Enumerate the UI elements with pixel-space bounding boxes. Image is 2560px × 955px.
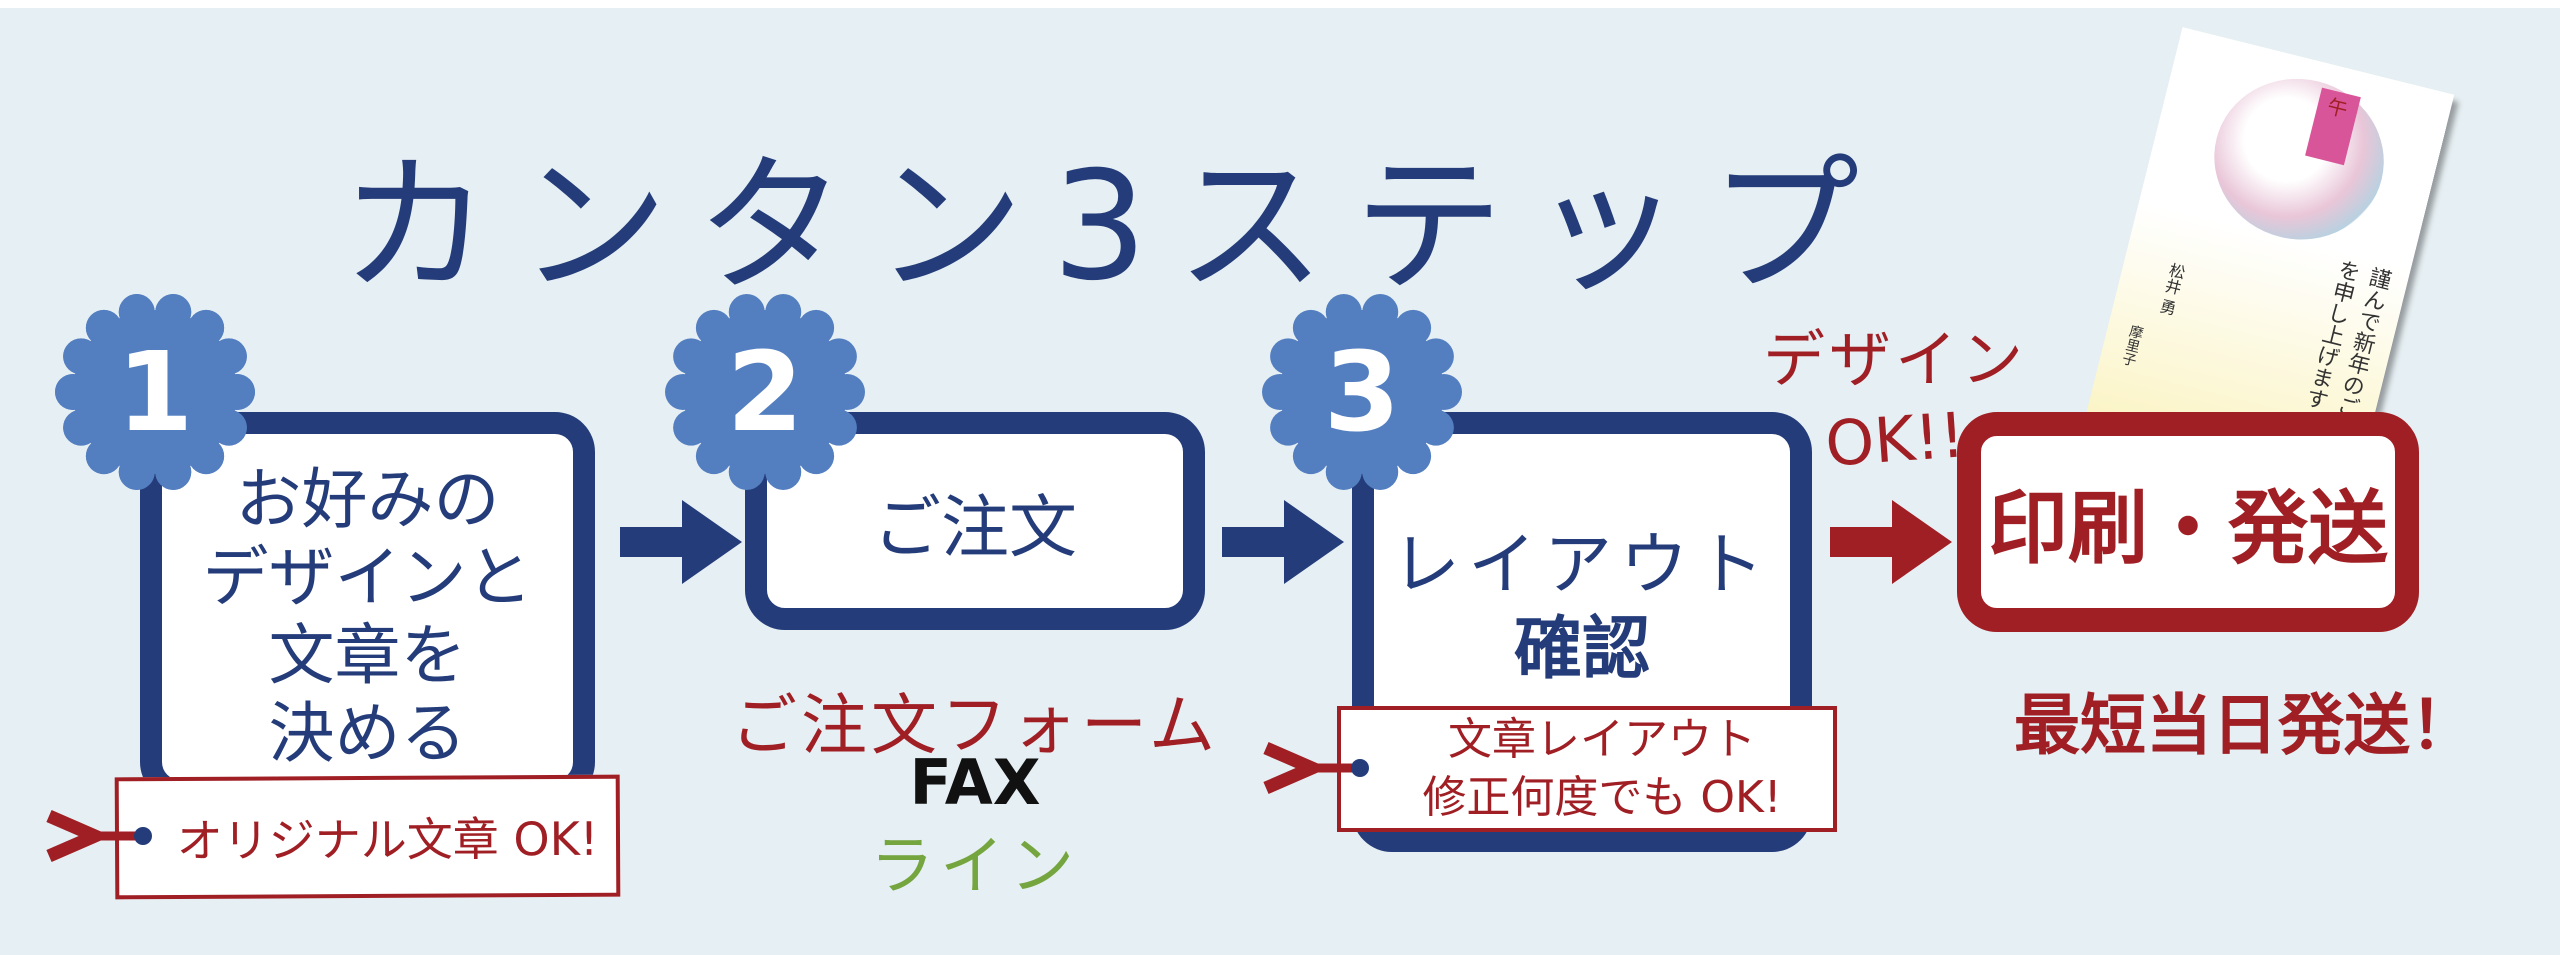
fax-method: FAX: [909, 746, 1041, 819]
step-2-badge: 2: [665, 292, 865, 492]
same-day-shipping-note: 最短当日発送！: [2014, 687, 2476, 764]
step-2-label: ご注文: [872, 488, 1077, 568]
step-1-box: お好みの デザインと 文章を 決める: [140, 412, 595, 802]
step-1-line: 決める: [268, 695, 467, 772]
step-number: 1: [116, 328, 194, 456]
design-ok-label: デザイン OK!!: [1755, 320, 2035, 481]
arrow-right-icon: [1830, 500, 1952, 584]
step-1-line: お好みの: [235, 461, 500, 538]
step-1-line: 文章を: [268, 617, 467, 694]
scalloped-badge-icon: [665, 294, 865, 490]
tag-text: 修正何度でも OK!: [1422, 772, 1782, 823]
line-method: ライン: [870, 830, 1080, 904]
postcard-name-1: 松井 勇: [2155, 260, 2188, 317]
tag-hook-icon: [1263, 742, 1369, 794]
scalloped-badge-icon: [1262, 294, 1462, 490]
step-3-line: 確認: [1513, 610, 1650, 689]
page-title: カンタン3ステップ: [340, 140, 1888, 314]
print-ship-label: 印刷・発送: [1988, 482, 2388, 575]
print-ship-box: 印刷・発送: [1957, 412, 2419, 632]
step-number: 3: [1323, 328, 1401, 456]
design-text: デザイン: [1762, 323, 2027, 396]
step-1-tag: オリジナル文章 OK!: [114, 774, 621, 900]
step-3-line: レイアウト: [1391, 526, 1772, 605]
step-3-badge: 3: [1262, 292, 1462, 492]
step-3-tag: 文章レイアウト 修正何度でも OK!: [1337, 706, 1837, 832]
arrow-right-icon: [1222, 500, 1344, 584]
arrow-right-icon: [620, 500, 742, 584]
postcard-name-2: 摩里子: [2119, 322, 2145, 368]
horse-illustration: [2197, 60, 2401, 258]
step-number: 2: [726, 328, 804, 456]
scalloped-badge-icon: [55, 294, 255, 490]
step-2-box: ご注文: [745, 412, 1205, 630]
tag-text: 文章レイアウト: [1448, 714, 1756, 765]
tag-text: オリジナル文章 OK!: [176, 811, 599, 868]
order-form-method: ご注文フォーム: [730, 687, 1220, 764]
step-1-line: デザインと: [202, 539, 533, 616]
tag-hook-icon: [46, 810, 152, 862]
step-1-badge: 1: [55, 292, 255, 492]
